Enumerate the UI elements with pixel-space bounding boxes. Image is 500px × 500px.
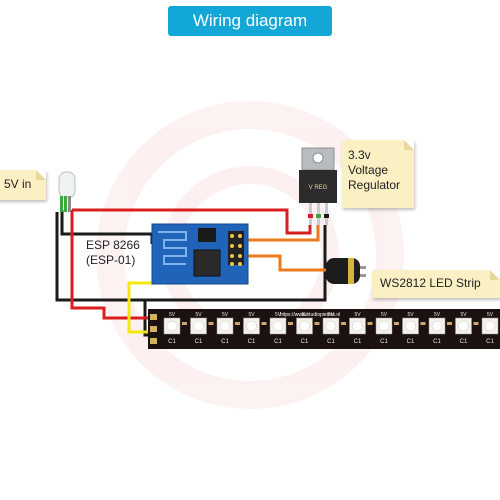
led-lens: [325, 320, 337, 332]
regulator-label-line1: 3.3v: [348, 148, 371, 162]
led-capacitor: [261, 322, 267, 325]
led-bottom-label: C1: [433, 339, 441, 345]
led-bottom-label: C1: [486, 339, 494, 345]
led-lens: [193, 320, 204, 332]
led-capacitor: [235, 322, 240, 325]
led-bottom-label: C1: [460, 339, 468, 345]
led-top-label: 5V: [248, 312, 255, 318]
led-bottom-label: C1: [380, 339, 388, 345]
led-capacitor: [367, 322, 373, 325]
led-lens: [246, 320, 257, 332]
led-capacitor: [420, 322, 426, 325]
led-bottom-label: C1: [407, 339, 415, 345]
led-bottom-label: C1: [301, 339, 309, 345]
led-lens: [484, 320, 496, 332]
led-bottom-label: C1: [168, 339, 176, 345]
led-cell: 5V C1: [269, 312, 293, 345]
led-top-label: 5V: [301, 312, 308, 318]
led-cell: 5V C1: [216, 312, 240, 345]
strip-label: WS2812 LED Strip: [380, 276, 481, 290]
led-cell: 5V C1: [402, 312, 426, 345]
led-top-label: 5V: [487, 312, 494, 318]
led-top-label: 5V: [275, 312, 282, 318]
led-lens: [299, 320, 310, 332]
led-lens: [166, 320, 178, 332]
regulator-label-line3: Regulator: [348, 178, 401, 192]
led-top-label: 5V: [460, 312, 467, 318]
led-bottom-label: C1: [327, 339, 335, 345]
wire-orange-cap: [245, 254, 330, 272]
power-in-note: 5V in: [0, 170, 46, 200]
led-cell: 5V C1: [428, 312, 452, 345]
led-cell: 5V C1: [455, 312, 479, 345]
led-bottom-label: C1: [354, 339, 362, 345]
led-lens: [219, 320, 231, 332]
led-cell: 5V C1: [481, 312, 499, 345]
strip-leds: 5V C1 5V C1 5V C1 5V C1 5V C1 5V C1 5V C1 5V C1 5V C1 5V C1…: [163, 312, 499, 345]
regulator-label-line2: Voltage: [348, 163, 389, 177]
strip-note: WS2812 LED Strip: [372, 270, 500, 298]
capacitor: [326, 258, 366, 284]
led-top-label: 5V: [434, 312, 441, 318]
led-capacitor: [447, 322, 452, 325]
esp-01-module: [151, 223, 249, 285]
led-lens: [378, 320, 390, 332]
led-cell: 5V C1: [243, 312, 267, 345]
esp-label: ESP 8266 (ESP-01): [86, 238, 150, 268]
wire-orange-3v3: [240, 225, 320, 242]
page-title: Wiring diagram: [168, 6, 332, 36]
led-capacitor: [341, 322, 346, 325]
led-lens: [431, 320, 443, 332]
led-lens: [352, 320, 363, 332]
led-top-label: 5V: [222, 312, 229, 318]
esp-antenna-trace: [158, 231, 187, 265]
led-cell: 5V C1: [349, 312, 373, 345]
esp-label-line1: ESP 8266: [86, 238, 140, 252]
voltage-regulator: V REG: [299, 147, 337, 225]
led-bottom-label: C1: [221, 339, 229, 345]
led-top-label: 5V: [381, 312, 388, 318]
led-top-label: 5V: [169, 312, 176, 318]
led-top-label: 5V: [407, 312, 414, 318]
led-lens: [458, 320, 469, 332]
led-top-label: 5V: [195, 312, 202, 318]
led-capacitor: [208, 322, 214, 325]
strip-solder-pads: [150, 314, 157, 344]
esp-label-line2: (ESP-01): [86, 253, 136, 267]
wire-black-ground-main: [55, 212, 327, 302]
led-top-label: 5V: [328, 312, 335, 318]
led-capacitor: [182, 322, 187, 325]
power-in-label: 5V in: [4, 177, 32, 191]
led-cell: 5V C1: [296, 312, 320, 345]
regulator-note: 3.3v Voltage Regulator: [342, 140, 414, 208]
led-cell: 5V C1: [322, 312, 346, 345]
led-lens: [405, 320, 416, 332]
led-bottom-label: C1: [248, 339, 256, 345]
led-capacitor: [288, 322, 293, 325]
led-capacitor: [394, 322, 399, 325]
led-cell: 5V C1: [163, 312, 187, 345]
wire-red-5v-main: [72, 208, 312, 235]
led-bottom-label: C1: [274, 339, 282, 345]
ws2812-led-strip: 5V C1 5V C1 5V C1 5V C1 5V C1 5V C1 5V C1 5V C1 5V C1 5V C1…: [148, 309, 500, 349]
led-capacitor: [314, 322, 320, 325]
led-top-label: 5V: [354, 312, 361, 318]
led-bottom-label: C1: [195, 339, 203, 345]
regulator-marking: V REG: [309, 185, 328, 191]
strip-url: https://www.studiopieters.nl: [280, 312, 341, 318]
power-input-plug: [58, 171, 76, 212]
led-cell: 5V C1: [375, 312, 399, 345]
led-cell: 5V C1: [190, 312, 214, 345]
led-lens: [272, 320, 284, 332]
wire-red-5v-strip: [70, 210, 152, 320]
led-capacitor: [473, 322, 479, 325]
